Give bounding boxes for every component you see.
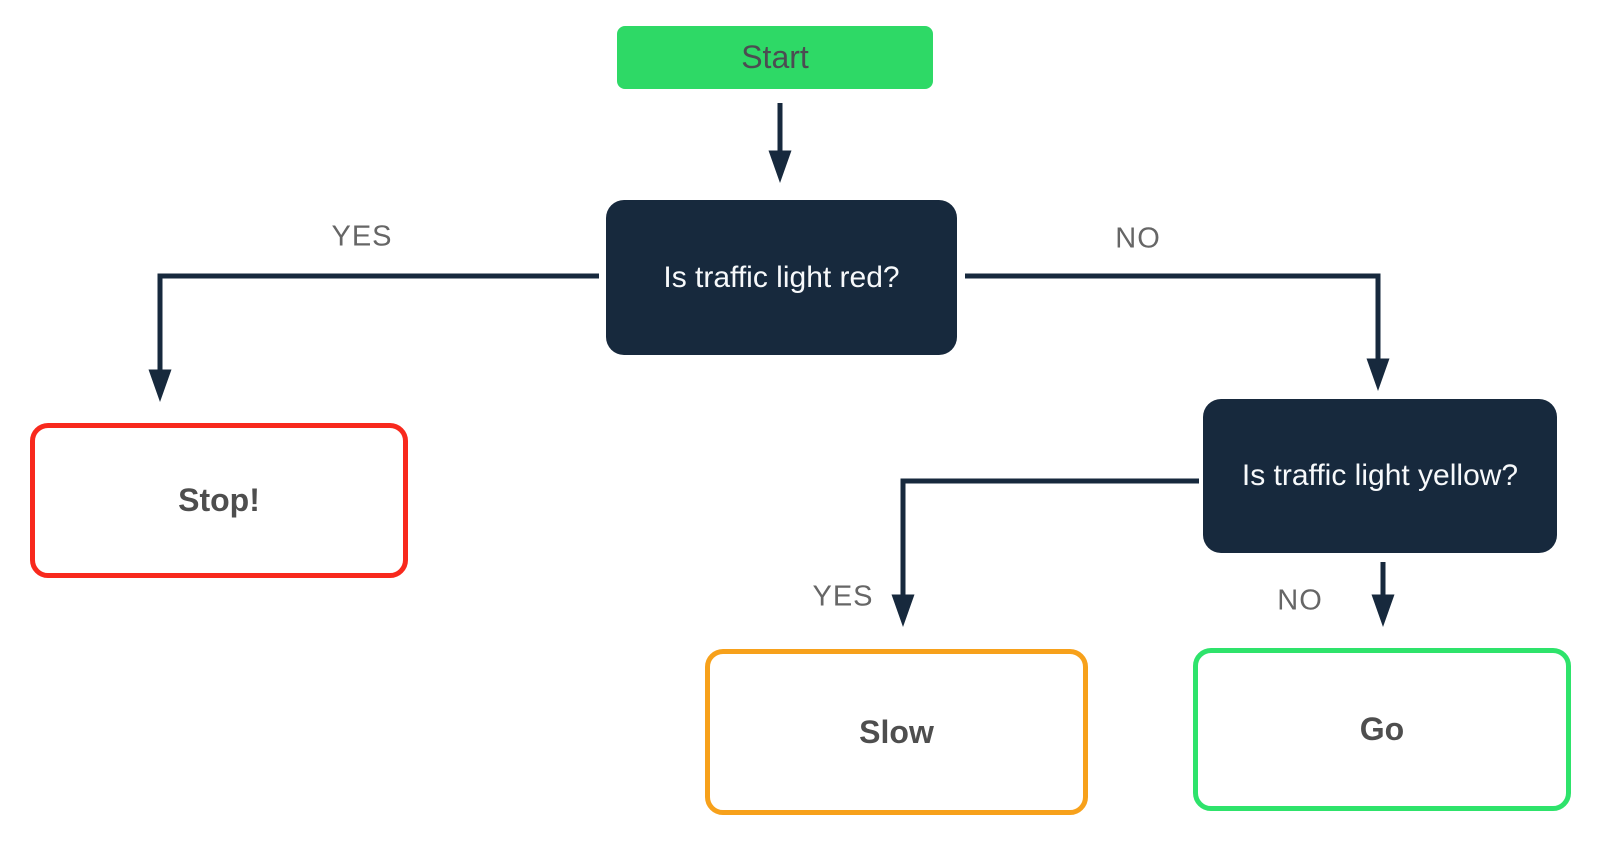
node-slow-label: Slow [859, 713, 934, 750]
node-stop: Stop! [30, 423, 408, 578]
edge-qred-yes-to-stop [148, 273, 599, 402]
edge-qyellow-yes-to-slow [891, 478, 1199, 627]
edge-label-qred-no: NO [1115, 222, 1161, 255]
edge-label-qyellow-no: NO [1277, 584, 1323, 617]
node-go: Go [1193, 648, 1571, 811]
edge-label-qyellow-yes: YES [812, 580, 874, 613]
node-go-label: Go [1359, 711, 1405, 747]
node-stop-label: Stop! [178, 482, 260, 518]
node-start: Start [617, 26, 933, 89]
node-slow: Slow [705, 649, 1088, 815]
edge-label-qred-yes: YES [331, 220, 393, 253]
node-start-label: Start [741, 39, 809, 75]
node-question-yellow: Is traffic light yellow? [1203, 399, 1557, 553]
node-question-yellow-label: Is traffic light yellow? [1241, 459, 1519, 492]
node-question-red-label: Is traffic light red? [663, 260, 900, 294]
edge-qred-no-to-qyellow [965, 273, 1390, 391]
node-question-red: Is traffic light red? [606, 200, 957, 355]
